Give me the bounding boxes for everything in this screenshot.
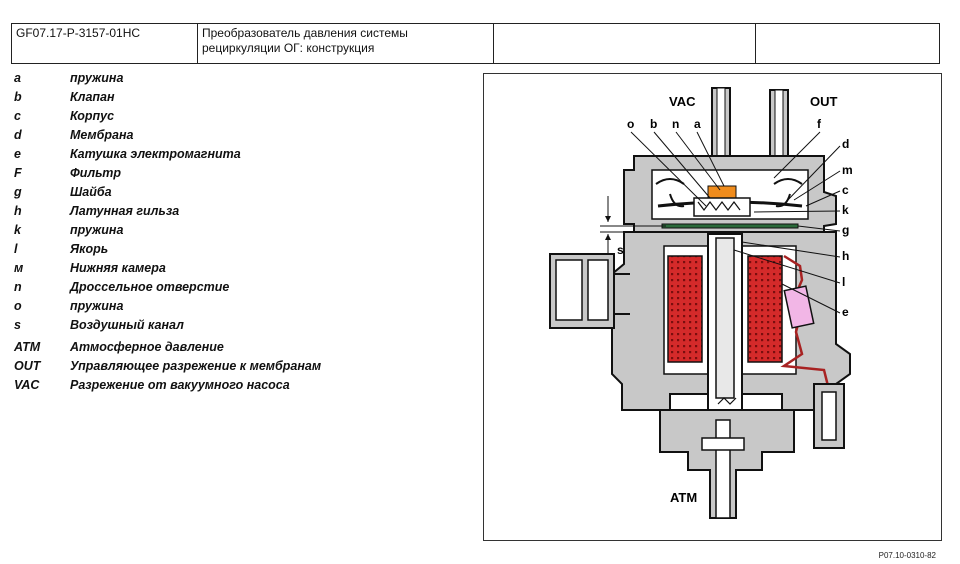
legend-item: g Шайба [14, 182, 321, 201]
legend-key: OUT [14, 358, 41, 373]
legend-label: Катушка электромагнита [70, 146, 241, 161]
legend: a пружина b Клапан c Корпус d Мембрана e Кату… [14, 68, 321, 394]
legend-key: h [14, 203, 22, 218]
callout-e: e [842, 305, 849, 319]
legend-key: F [14, 165, 22, 180]
legend-label: Воздушный канал [70, 317, 184, 332]
legend-item: n Дроссельное отверстие [14, 277, 321, 296]
out-port [769, 89, 789, 163]
figure-reference: P07.10-0310-82 [878, 551, 936, 560]
legend-item: l Якорь [14, 239, 321, 258]
legend-label: Разрежение от вакуумного насоса [70, 377, 290, 392]
armature [715, 237, 735, 399]
spring-k [717, 397, 737, 405]
coil-right [747, 255, 783, 363]
legend-key: c [14, 108, 21, 123]
legend-key: d [14, 127, 22, 142]
label-vac: VAC [669, 94, 696, 109]
legend-item: a пружина [14, 68, 321, 87]
legend-key: o [14, 298, 22, 313]
legend-label: Атмосферное давление [70, 339, 224, 354]
legend-key: b [14, 89, 22, 104]
legend-item: ATM Атмосферное давление [14, 337, 321, 356]
legend-key: ATM [14, 339, 41, 354]
legend-item: o пружина [14, 296, 321, 315]
terminal-plug [813, 383, 845, 449]
vac-port [711, 87, 731, 159]
callout-a: a [694, 117, 701, 131]
coil-left [667, 255, 703, 363]
leader-lines [630, 131, 841, 314]
legend-label: Латунная гильза [70, 203, 180, 218]
legend-item: d Мембрана [14, 125, 321, 144]
header-cell-3 [494, 24, 756, 63]
legend-key: k [14, 222, 21, 237]
pressure-transducer-diagram: VAC OUT ATM o b n a f d m c k g h l e s [549, 87, 853, 519]
callout-f: f [817, 117, 822, 131]
doc-title: Преобразователь давления системы рецирку… [198, 24, 494, 63]
legend-label: Дроссельное отверстие [70, 279, 230, 294]
legend-key: e [14, 146, 21, 161]
legend-label: пружина [70, 222, 124, 237]
legend-item: s Воздушный канал [14, 315, 321, 334]
callout-h: h [842, 249, 849, 263]
legend-item: k пружина [14, 220, 321, 239]
legend-label: пружина [70, 70, 124, 85]
callout-d: d [842, 137, 849, 151]
callout-l: l [842, 275, 845, 289]
legend-item: VAC Разрежение от вакуумного насоса [14, 375, 321, 394]
legend-key: VAC [14, 377, 40, 392]
doc-code: GF07.17-P-3157-01HC [12, 24, 198, 63]
legend-item: OUT Управляющее разрежение к мембранам [14, 356, 321, 375]
callout-m: m [842, 163, 853, 177]
label-out: OUT [810, 94, 838, 109]
legend-item: b Клапан [14, 87, 321, 106]
legend-label: Шайба [70, 184, 112, 199]
legend-label: Корпус [70, 108, 115, 123]
legend-label: Фильтр [70, 165, 122, 180]
callout-n: n [672, 117, 679, 131]
legend-key: n [14, 279, 22, 294]
legend-key: s [14, 317, 21, 332]
legend-label: Мембрана [70, 127, 134, 142]
callout-b: b [650, 117, 657, 131]
header-table: GF07.17-P-3157-01HC Преобразователь давл… [11, 23, 940, 64]
spring-o [697, 201, 741, 211]
lower-stem [659, 409, 795, 519]
diagram-frame: VAC OUT ATM o b n a f d m c k g h l e s [483, 73, 942, 541]
callout-s: s [617, 243, 624, 257]
valve-seat [693, 197, 751, 217]
callout-c: c [842, 183, 849, 197]
legend-key: м [14, 260, 24, 275]
legend-item: h Латунная гильза [14, 201, 321, 220]
legend-label: Якорь [70, 241, 109, 256]
legend-key: g [14, 184, 22, 199]
label-atm: ATM [670, 490, 697, 505]
filter [707, 185, 737, 199]
legend-item: c Корпус [14, 106, 321, 125]
legend-key: l [14, 241, 18, 256]
legend-item: м Нижняя камера [14, 258, 321, 277]
legend-key: a [14, 70, 21, 85]
washer [661, 223, 799, 229]
legend-label: Клапан [70, 89, 115, 104]
callout-k: k [842, 203, 849, 217]
header-cell-4 [756, 24, 939, 63]
legend-label: Управляющее разрежение к мембранам [70, 358, 322, 373]
legend-item: F Фильтр [14, 163, 321, 182]
legend-label: пружина [70, 298, 124, 313]
electrical-connector [549, 253, 630, 329]
legend-item: e Катушка электромагнита [14, 144, 321, 163]
callout-g: g [842, 223, 849, 237]
callout-o: o [627, 117, 634, 131]
legend-label: Нижняя камера [70, 260, 166, 275]
